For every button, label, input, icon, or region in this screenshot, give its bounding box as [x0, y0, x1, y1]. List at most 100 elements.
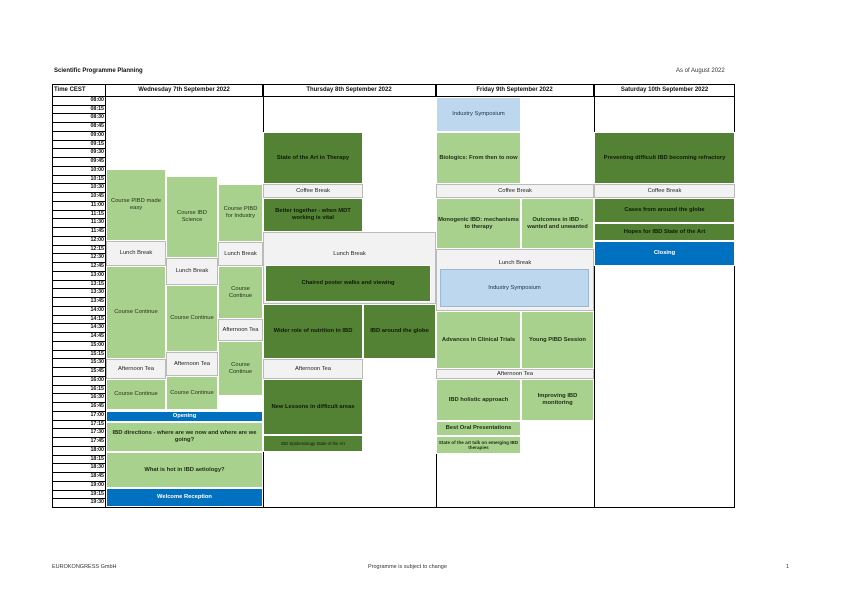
wednesday-header: Wednesday 7th September 2022	[106, 84, 263, 97]
time-slot: 14:30	[52, 324, 106, 334]
footer-organiser: EUROKONGRESS GmbH	[52, 564, 117, 570]
session-course-continue: Course Continue	[218, 266, 263, 319]
afternoon-tea: Afternoon Tea	[436, 369, 594, 379]
session-hopes: Hopes for IBD State of the Art	[594, 223, 735, 241]
session-course-continue: Course Continue	[166, 376, 218, 410]
time-slot: 10:15	[52, 176, 106, 185]
afternoon-tea: Afternoon Tea	[106, 359, 166, 379]
session-improving-monitoring: Improving IBD monitoring	[521, 379, 594, 421]
time-slot: 14:00	[52, 307, 106, 316]
session-state-emerging: State of the art talk on emerging IBD th…	[436, 436, 521, 454]
lunch-break: Lunch Break	[166, 258, 218, 285]
session-outcomes: Outcomes in IBD - wanted and unwanted	[521, 198, 594, 249]
time-column-header: Time CEST	[52, 84, 106, 97]
time-slot: 09:15	[52, 141, 106, 150]
session-young-pibd: Young PIBD Session	[521, 311, 594, 369]
time-slot: 13:00	[52, 272, 106, 281]
time-slot: 17:30	[52, 429, 106, 439]
session-course-continue: Course Continue	[106, 379, 166, 410]
session-epidemiology: IBD Epidemiology State of the Art	[263, 435, 363, 452]
session-biologics: Biologics: From then to now	[436, 132, 521, 184]
page-title: Scientific Programme Planning	[54, 68, 143, 74]
time-slot: 16:00	[52, 377, 106, 386]
time-slot: 10:45	[52, 193, 106, 202]
time-slot: 11:15	[52, 211, 106, 220]
time-slot: 09:00	[52, 132, 106, 141]
time-slot: 19:15	[52, 491, 106, 500]
time-slot: 19:30	[52, 499, 106, 508]
day-divider	[594, 84, 595, 508]
coffee-break: Coffee Break	[436, 184, 594, 198]
friday-header: Friday 9th September 2022	[436, 84, 594, 97]
closing-session: Closing	[594, 241, 735, 266]
time-slot: 10:00	[52, 167, 106, 176]
time-slot: 19:00	[52, 482, 106, 491]
time-slot: 09:45	[52, 158, 106, 167]
footer-disclaimer: Programme is subject to change	[368, 564, 447, 570]
time-slot: 16:15	[52, 386, 106, 395]
time-slot: 12:45	[52, 263, 106, 272]
revision-date: As of August 2022	[676, 68, 725, 74]
session-course-pibd-industry: Course PIBD for Industry	[218, 184, 263, 242]
lunch-break: Lunch Break	[106, 241, 166, 266]
time-slot: 12:15	[52, 246, 106, 255]
session-clinical-trials: Advances in Clinical Trials	[436, 311, 521, 369]
time-slot: 18:00	[52, 447, 106, 456]
time-slot: 15:15	[52, 351, 106, 360]
afternoon-tea: Afternoon Tea	[218, 319, 263, 341]
session-better-together: Better together - when MDT working is vi…	[263, 198, 363, 232]
time-slot: 17:45	[52, 438, 106, 447]
time-slot: 18:45	[52, 473, 106, 482]
time-column	[52, 97, 106, 508]
session-best-oral: Best Oral Presentations	[436, 421, 521, 436]
time-slot: 17:00	[52, 412, 106, 421]
session-course-ibd-science: Course IBD Science	[166, 176, 218, 258]
time-slot: 17:15	[52, 421, 106, 430]
saturday-header: Saturday 10th September 2022	[594, 84, 735, 97]
time-slot: 12:00	[52, 237, 106, 246]
time-slot: 16:45	[52, 403, 106, 412]
time-slot: 13:30	[52, 289, 106, 299]
time-slot: 18:30	[52, 464, 106, 473]
session-course-continue: Course Continue	[106, 266, 166, 359]
session-hot-aetiology: What is hot in IBD aetiology?	[106, 452, 263, 488]
time-slot: 09:30	[52, 149, 106, 159]
time-slot: 13:15	[52, 281, 106, 290]
session-poster-walks: Chaired poster walks and viewing	[265, 265, 431, 302]
time-slot: 18:15	[52, 456, 106, 465]
session-nutrition: Wider role of nutrition in IBD	[263, 304, 363, 359]
session-new-lessons: New Lessons in difficult areas	[263, 379, 363, 435]
coffee-break: Coffee Break	[594, 184, 735, 198]
schedule-grid	[52, 84, 735, 508]
welcome-reception: Welcome Reception	[106, 488, 263, 507]
session-holistic: IBD holistic approach	[436, 379, 521, 421]
coffee-break: Coffee Break	[263, 184, 363, 198]
opening-session: Opening	[106, 411, 263, 422]
time-slot: 08:15	[52, 106, 106, 115]
lunch-break: Lunch Break	[218, 242, 263, 266]
page-number: 1	[786, 564, 790, 570]
time-slot: 14:45	[52, 333, 106, 342]
session-ibd-globe: IBD around the globe	[363, 304, 436, 359]
session-ibd-directions: IBD directions - where are we now and wh…	[106, 422, 263, 452]
time-slot: 12:30	[52, 254, 106, 264]
thursday-header: Thursday 8th September 2022	[263, 84, 436, 97]
time-slot: 10:30	[52, 184, 106, 194]
session-course-continue: Course Continue	[166, 285, 218, 352]
session-course-continue: Course Continue	[218, 341, 263, 396]
time-slot: 08:00	[52, 97, 106, 106]
session-monogenic: Monogenic IBD: mechanisms to therapy	[436, 198, 521, 249]
afternoon-tea: Afternoon Tea	[263, 359, 363, 379]
time-slot: 15:30	[52, 359, 106, 369]
time-slot: 08:30	[52, 114, 106, 124]
time-slot: 13:45	[52, 298, 106, 307]
time-slot: 08:45	[52, 123, 106, 132]
session-state-therapy: State of the Art in Therapy	[263, 132, 363, 184]
time-slot: 11:00	[52, 202, 106, 211]
time-slot: 15:45	[52, 368, 106, 377]
session-cases-globe: Cases from around the globe	[594, 198, 735, 223]
afternoon-tea: Afternoon Tea	[166, 352, 218, 376]
time-slot: 11:45	[52, 228, 106, 237]
time-slot: 15:00	[52, 342, 106, 351]
industry-symposium: Industry Symposium	[440, 269, 589, 307]
